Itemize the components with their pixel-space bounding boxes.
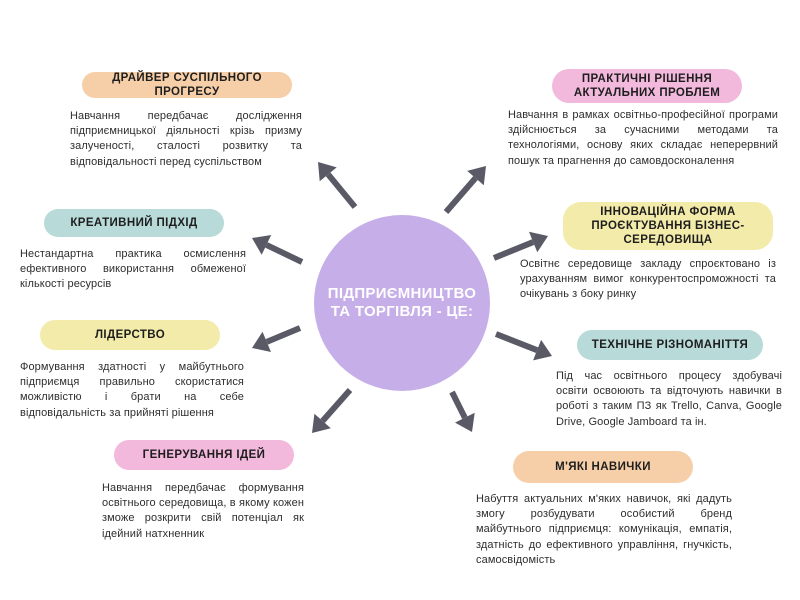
node-title-innovation: ІННОВАЦІЙНА ФОРМА ПРОЄКТУВАННЯ БІЗНЕС- С…: [563, 202, 773, 250]
arrow-to-driver: [318, 162, 358, 209]
node-title-tech: ТЕХНІЧНЕ РІЗНОМАНІТТЯ: [577, 330, 763, 360]
arrow-to-leadership: [252, 325, 302, 352]
central-topic-circle: ПІДПРИЄМНИЦТВО ТА ТОРГІВЛЯ - ЦЕ:: [314, 215, 490, 391]
node-title-ideas: ГЕНЕРУВАННЯ ІДЕЙ: [114, 440, 294, 470]
node-text-soft: Набуття актуальних м'яких навичок, які д…: [476, 493, 732, 566]
central-topic-title: ПІДПРИЄМНИЦТВО ТА ТОРГІВЛЯ - ЦЕ:: [327, 285, 477, 320]
arrow-to-creative: [252, 235, 304, 265]
arrow-to-innovation: [492, 231, 548, 261]
arrow-to-ideas: [312, 388, 353, 433]
node-text-ideas: Навчання передбачає формування освітньог…: [102, 482, 304, 540]
node-text-innovation: Освітнє середовище закладу спроєктовано …: [520, 258, 776, 301]
node-text-creative: Нестандартна практика осмислення ефектив…: [20, 248, 246, 291]
node-text-tech: Під час освітнього процесу здобувачі осв…: [556, 370, 782, 428]
node-title-practical: ПРАКТИЧНІ РІШЕННЯ АКТУАЛЬНИХ ПРОБЛЕМ: [552, 69, 742, 103]
arrow-to-soft: [449, 390, 475, 432]
node-text-leadership: Формування здатності у майбутнього підпр…: [20, 361, 244, 419]
arrow-to-practical: [443, 166, 486, 214]
node-text-practical: Навчання в рамках освітньо-професійної п…: [508, 109, 778, 167]
node-title-soft: М'ЯКІ НАВИЧКИ: [513, 451, 693, 483]
node-title-leadership: ЛІДЕРСТВО: [40, 320, 220, 350]
arrow-to-tech: [494, 331, 552, 361]
node-text-driver: Навчання передбачає дослідження підприєм…: [70, 110, 302, 168]
node-title-driver: ДРАЙВЕР СУСПІЛЬНОГО ПРОГРЕСУ: [82, 72, 292, 98]
node-title-creative: КРЕАТИВНИЙ ПІДХІД: [44, 209, 224, 237]
